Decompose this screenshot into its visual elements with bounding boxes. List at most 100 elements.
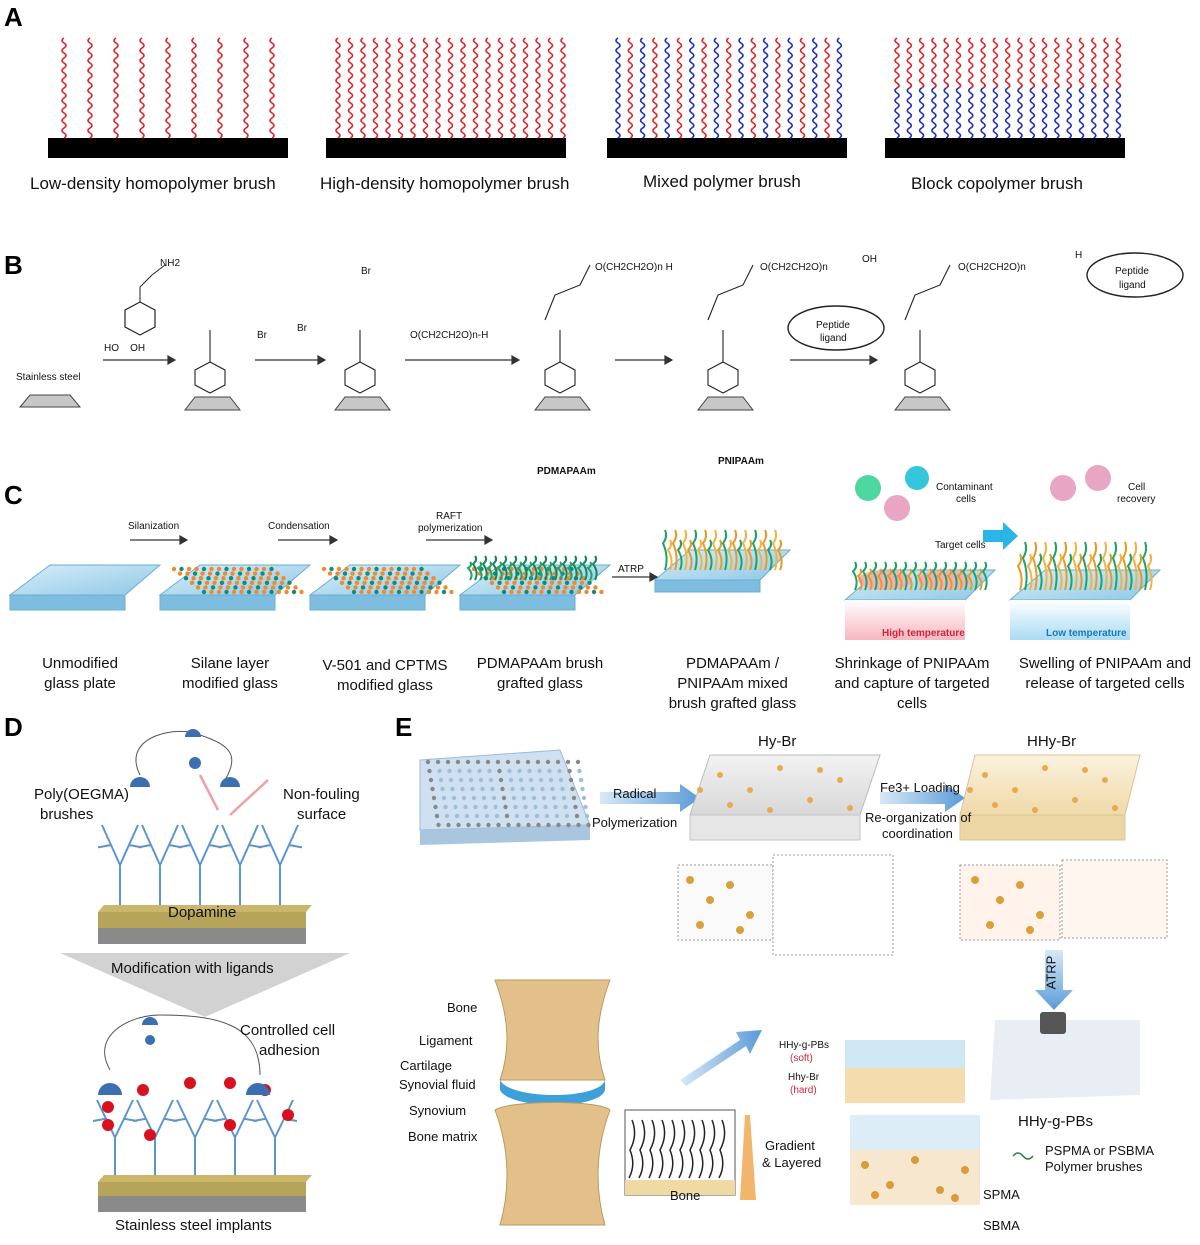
brush-strand bbox=[886, 568, 893, 591]
monomer-dot bbox=[480, 786, 485, 792]
zoom-dot bbox=[736, 926, 744, 934]
monomer-dot bbox=[481, 795, 487, 801]
brush-strand bbox=[761, 529, 768, 571]
brush-strand bbox=[1066, 553, 1073, 591]
monomer-dot bbox=[466, 822, 471, 828]
monomer-dot bbox=[515, 759, 521, 765]
mixed-chain bbox=[762, 37, 769, 139]
brush-zoom-dot bbox=[911, 1156, 919, 1164]
brush-strand bbox=[591, 555, 598, 581]
monomer-dot bbox=[575, 759, 581, 765]
brush-strand bbox=[491, 555, 498, 581]
brush-strand bbox=[661, 529, 668, 571]
brush-strand bbox=[911, 561, 918, 591]
surface-dot bbox=[177, 571, 183, 576]
red-chain bbox=[535, 37, 541, 139]
block-blue bbox=[992, 82, 999, 139]
monomer-dot bbox=[476, 822, 481, 828]
mixed-chain bbox=[738, 37, 744, 139]
brush-strand bbox=[881, 561, 888, 591]
surface-dot bbox=[423, 576, 429, 581]
brush-strand bbox=[541, 555, 548, 581]
red-chain bbox=[435, 37, 441, 139]
brush-strand bbox=[776, 539, 783, 571]
brush-strand bbox=[751, 529, 758, 571]
controlled-label: Controlled cell bbox=[240, 1022, 336, 1039]
monomer-dot bbox=[577, 768, 582, 774]
surface-dot bbox=[339, 580, 345, 585]
silanization-label: Silanization bbox=[128, 521, 180, 532]
bone-small-label: Bone bbox=[670, 1188, 701, 1203]
surface-dot bbox=[441, 589, 447, 595]
block-red bbox=[968, 37, 974, 89]
bone-line bbox=[628, 1119, 636, 1179]
initiator-dot bbox=[982, 772, 988, 778]
surface-dot bbox=[503, 585, 508, 590]
surface-dot bbox=[555, 585, 561, 590]
brush-strand bbox=[511, 555, 518, 581]
surface-dot bbox=[392, 580, 397, 585]
surface-dot bbox=[572, 580, 577, 585]
red-chain bbox=[217, 37, 223, 139]
monomer-dot bbox=[528, 777, 534, 783]
surface-dot bbox=[227, 580, 232, 585]
brush-strand bbox=[961, 561, 968, 591]
poly-oegma-label: Poly(OEGMA) bbox=[34, 786, 130, 803]
layered-label: & Layered bbox=[762, 1155, 822, 1170]
oegma-brush bbox=[137, 824, 183, 905]
surface-dot bbox=[206, 576, 211, 581]
red-chain bbox=[510, 37, 516, 139]
monomer-dot bbox=[523, 804, 528, 810]
surface-dot bbox=[183, 576, 189, 581]
surface-dot bbox=[374, 566, 379, 572]
bone-line bbox=[688, 1119, 696, 1179]
surface-dot bbox=[554, 589, 559, 595]
block-blue bbox=[955, 82, 962, 139]
reorg-label: Re-organization of bbox=[865, 810, 972, 825]
surface-dot bbox=[393, 576, 399, 581]
brush-strand bbox=[1056, 553, 1063, 591]
brush-strand bbox=[536, 561, 543, 581]
gradient-label: Gradient bbox=[765, 1138, 815, 1153]
surface-dot bbox=[419, 566, 424, 572]
monomer-dot bbox=[470, 786, 475, 792]
oegma-brush bbox=[132, 1099, 178, 1175]
reagent3-label: O(CH2CH2O)n-H bbox=[410, 330, 489, 341]
surface-dot bbox=[327, 571, 333, 576]
brush-strand bbox=[896, 568, 903, 591]
surface-dot bbox=[275, 571, 280, 576]
raft-label: RAFT bbox=[436, 511, 463, 522]
monomer-dot bbox=[561, 795, 567, 801]
polymerization-label: Polymerization bbox=[592, 815, 678, 830]
panel-e-diagram bbox=[419, 749, 1168, 1226]
mixed-chain bbox=[713, 37, 720, 139]
red-chain bbox=[191, 37, 197, 139]
surface-dot bbox=[204, 580, 210, 585]
label-mixed: Mixed polymer brush bbox=[643, 172, 801, 191]
panel-letter-c: C bbox=[4, 480, 23, 510]
brush-strand bbox=[1021, 541, 1028, 591]
block-blue bbox=[1066, 82, 1072, 139]
surface-dot bbox=[230, 571, 235, 576]
surface-dot bbox=[207, 571, 213, 576]
monomer-dot bbox=[431, 795, 437, 801]
br-label-1: Br bbox=[257, 330, 267, 341]
block-red bbox=[1091, 37, 1097, 89]
surface-dot bbox=[405, 585, 411, 590]
block-red bbox=[1054, 37, 1060, 89]
red-chain bbox=[113, 37, 119, 139]
brush-strand bbox=[721, 529, 728, 571]
brush-strand bbox=[666, 539, 673, 571]
peptide-ligand-1b: ligand bbox=[820, 333, 847, 344]
surface-dot bbox=[192, 571, 198, 576]
surface-dot bbox=[293, 585, 298, 590]
brushes-label: brushes bbox=[40, 806, 94, 823]
surface-dot bbox=[239, 566, 244, 572]
surface-dot bbox=[398, 585, 403, 590]
monomer-dot bbox=[547, 768, 552, 774]
surface-dot bbox=[264, 580, 270, 585]
surface-dot bbox=[389, 589, 394, 595]
